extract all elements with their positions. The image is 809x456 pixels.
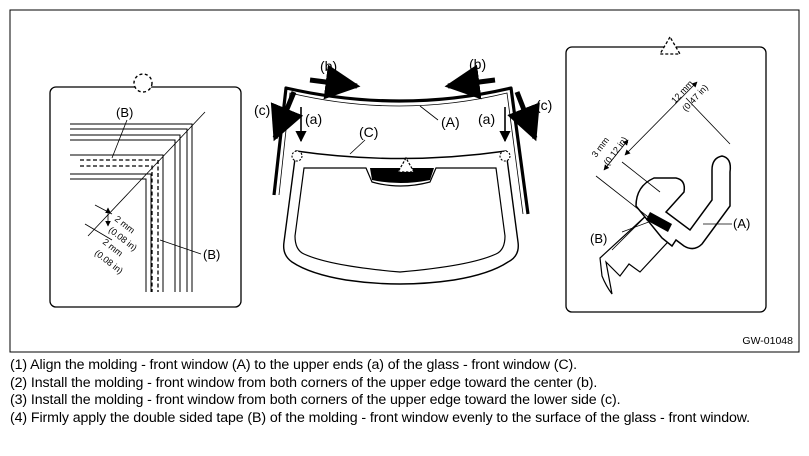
- windshield-drawing: (b) (b) (c) (c) (a) (a) (A) (C): [254, 56, 552, 285]
- left-detail-panel: (B) (B) 2 mm (0.08 in) 2 mm (0.08 in): [49, 73, 242, 308]
- molding-outline: [272, 86, 530, 215]
- right-detail-panel: 12 mm (0.47 in) 3 mm (0.12 in) (A) (B): [565, 35, 767, 313]
- step-4: (4) Firmly apply the double sided tape (…: [10, 409, 751, 426]
- figure-frame: [9, 9, 800, 353]
- dimension-lines: [84, 204, 113, 241]
- step-3: (3) Install the molding - front window f…: [10, 392, 621, 409]
- label-a-molding: (A): [441, 114, 460, 130]
- label-c-glass: (C): [359, 124, 378, 140]
- instruction-steps: (1) Align the molding - front window (A)…: [10, 357, 805, 427]
- label-b-left: (b): [320, 58, 337, 74]
- figure-code: GW-01048: [742, 335, 793, 347]
- step-2: (2) Install the molding - front window f…: [10, 374, 598, 391]
- label-b-right: (b): [469, 56, 486, 72]
- label-a-profile: (A): [733, 216, 750, 231]
- label-a-right: (a): [478, 111, 495, 127]
- arrow-b-right: [444, 64, 496, 100]
- warning-triangle: [396, 156, 416, 173]
- tape-dashed-lines: [80, 159, 159, 292]
- frame-corner-lines: [70, 123, 193, 292]
- label-a-left: (a): [305, 111, 322, 127]
- label-c-left: (c): [254, 102, 270, 118]
- detail-marker-circle: [133, 73, 153, 93]
- detail-marker-triangle: [658, 35, 682, 55]
- arrow-c-right: [507, 91, 540, 142]
- label-c-right: (c): [536, 97, 552, 113]
- label-b-tape: (B): [590, 231, 607, 246]
- label-b-right: (B): [203, 247, 220, 262]
- arrow-b-left: [309, 64, 361, 100]
- step-1: (1) Align the molding - front window (A)…: [10, 357, 577, 373]
- glass-outline: [282, 150, 519, 285]
- arrow-c-left: [270, 91, 304, 142]
- label-b-top: (B): [116, 105, 133, 120]
